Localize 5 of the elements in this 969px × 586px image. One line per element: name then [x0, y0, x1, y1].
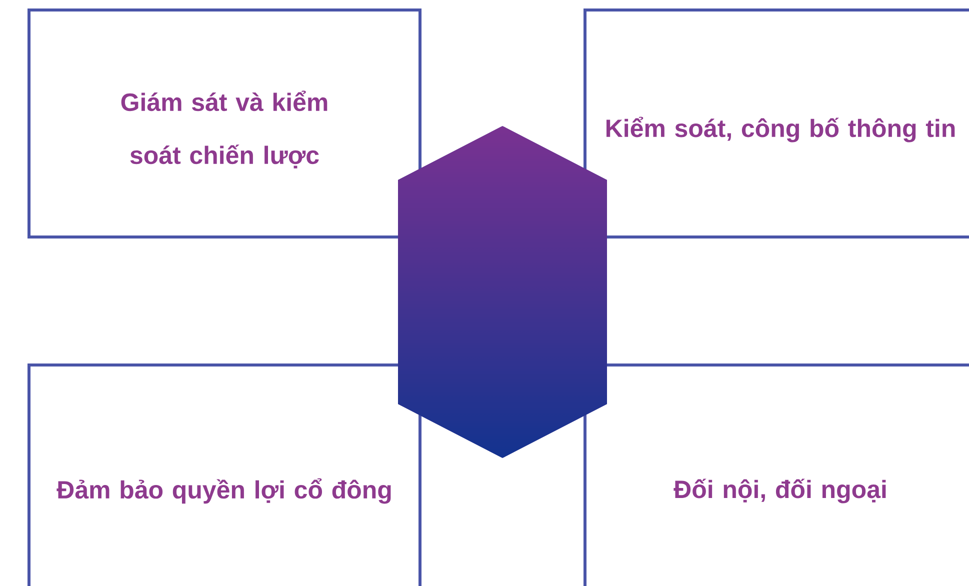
text-box: Kiểm soát, công bố thông tin — [584, 8, 969, 238]
hexagon-shape — [398, 126, 607, 458]
text-box: Đối nội, đối ngoại — [584, 364, 969, 586]
text-box: Giám sát và kiểm soát chiến lược — [28, 8, 422, 238]
text-box: Đảm bảo quyền lợi cổ đông — [28, 364, 422, 586]
